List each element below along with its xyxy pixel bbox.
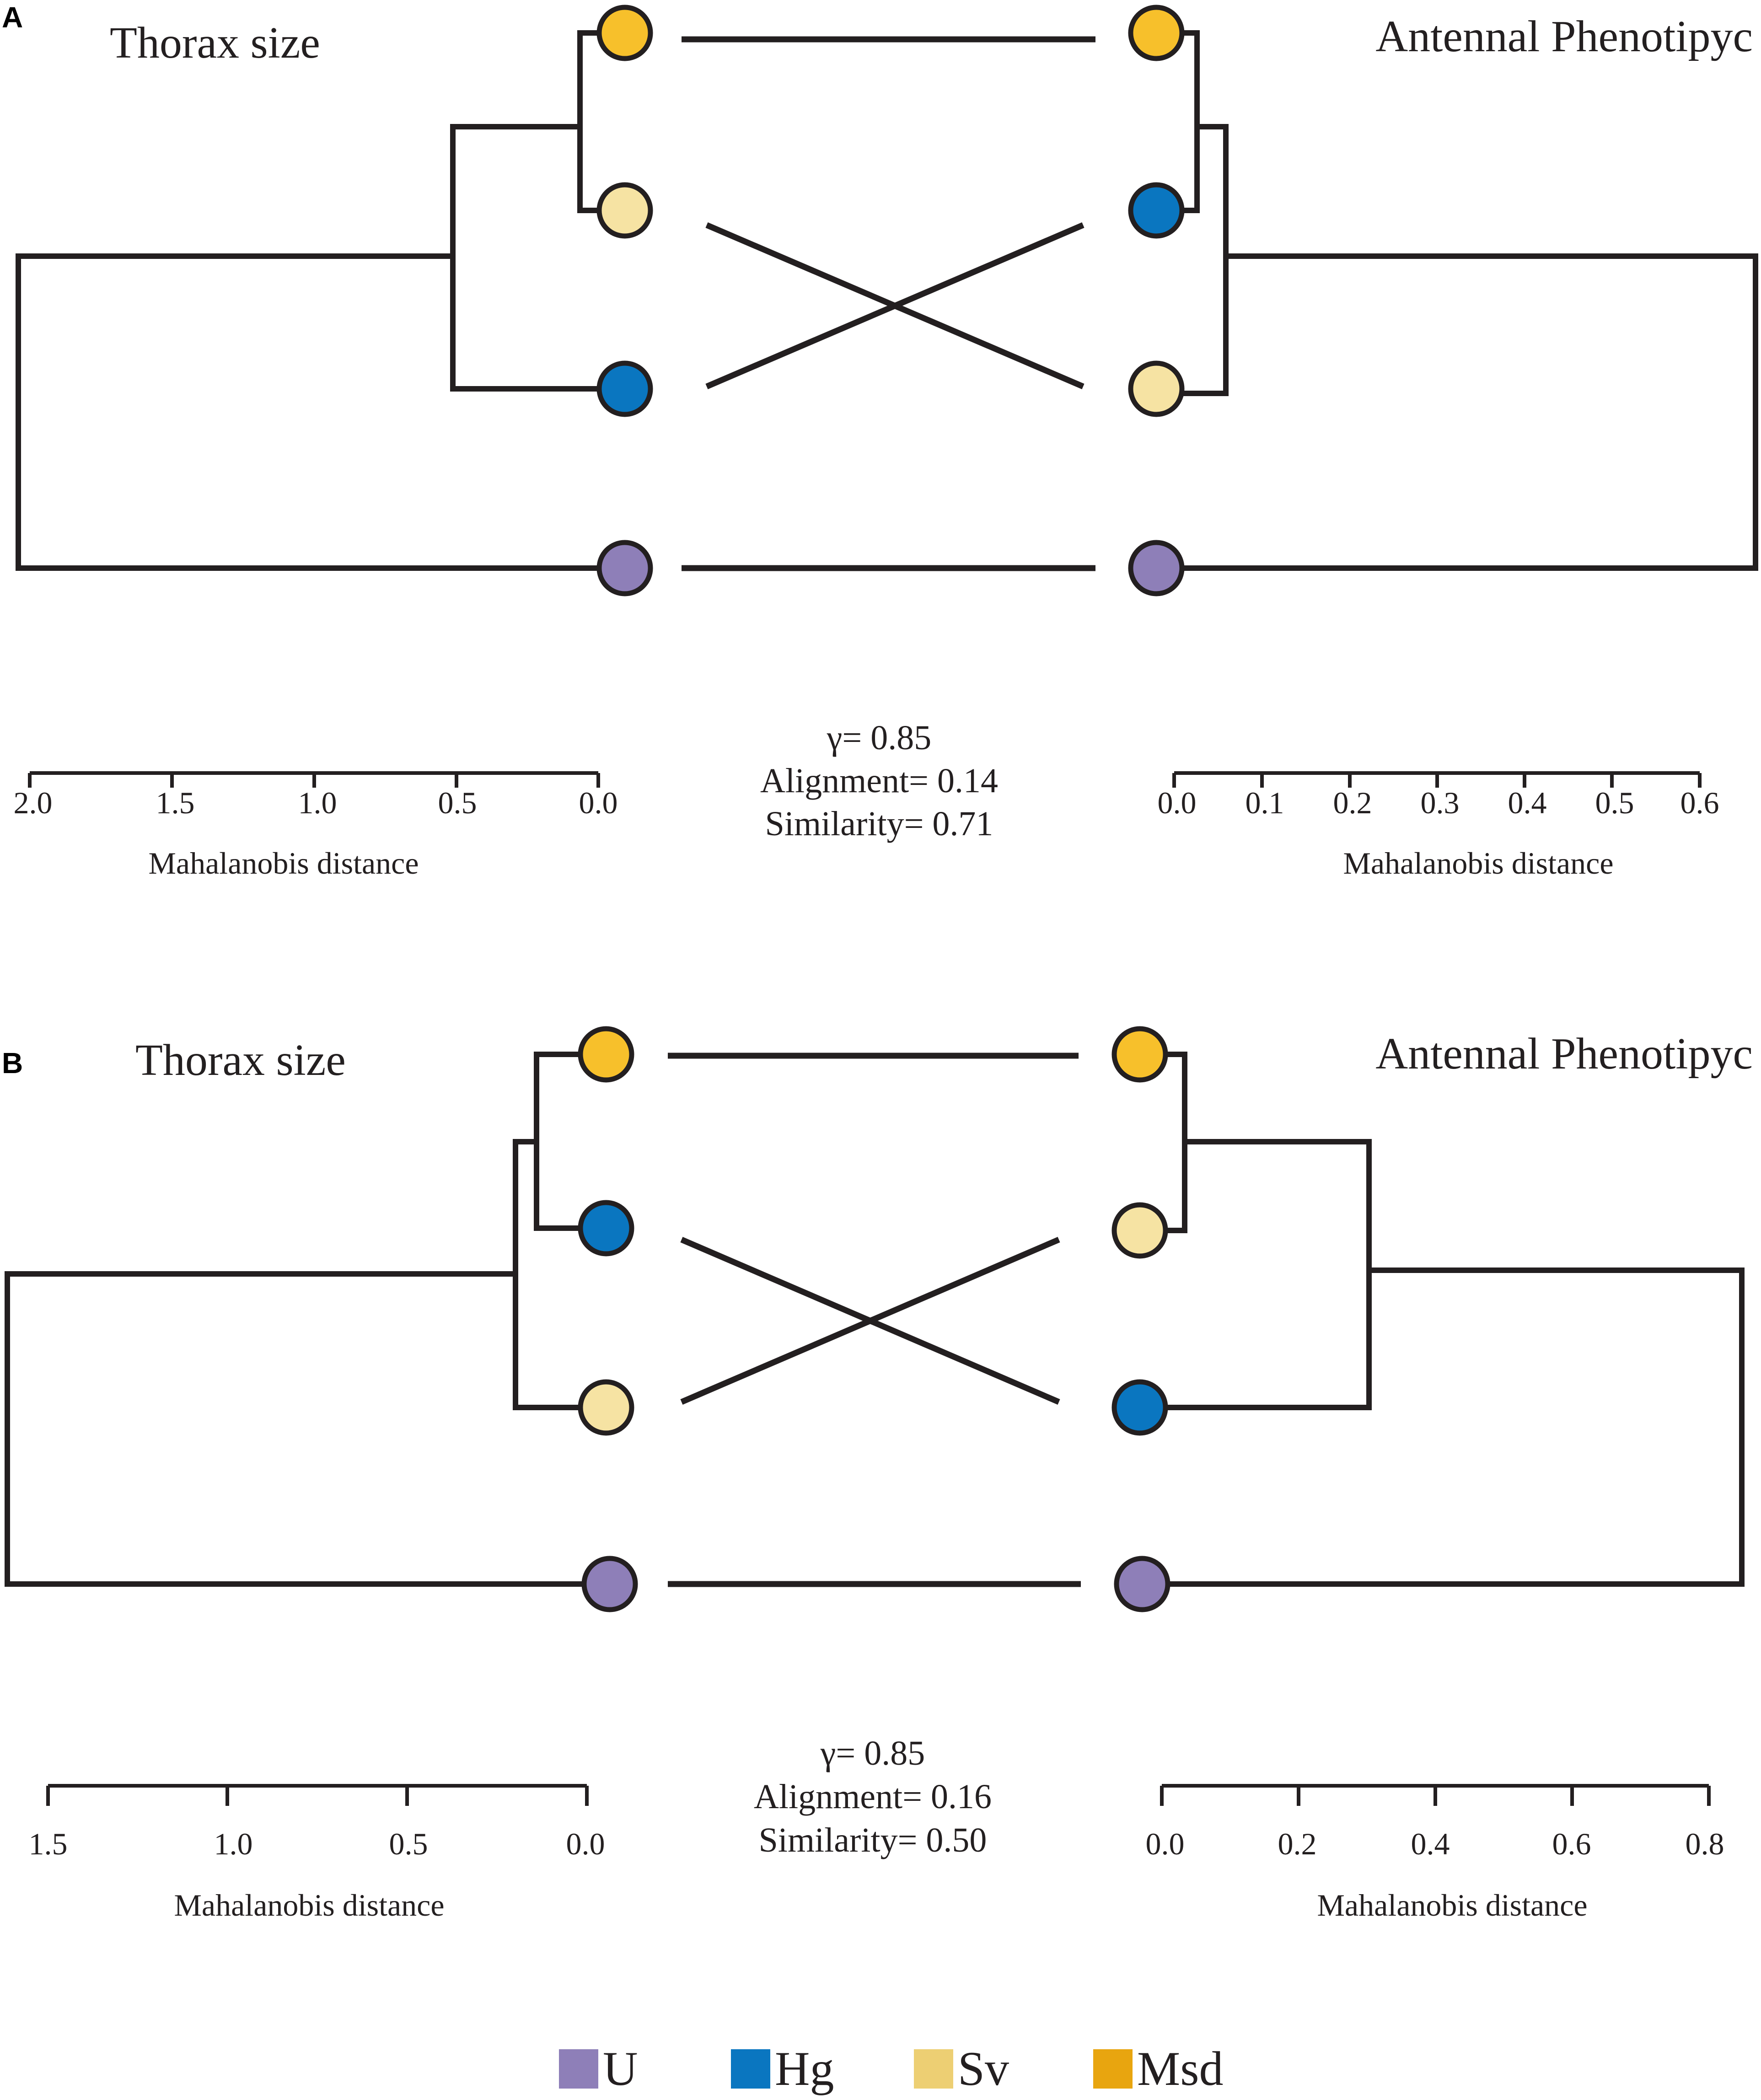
legend-label-msd: Msd — [1137, 2042, 1224, 2095]
legend: U Hg Sv Msd — [559, 2042, 1224, 2095]
panel-b-right-node-msd — [1111, 1026, 1168, 1083]
panel-b-gamma: γ= 0.85 — [820, 1734, 925, 1772]
panel-a-left-axis-label: Mahalanobis distance — [148, 846, 419, 881]
panel-a-left-node-msd — [596, 5, 653, 61]
panel-a-right-dendrogram — [1159, 30, 1758, 571]
panel-b-stats: γ= 0.85 Alignment= 0.16 Similarity= 0.50 — [754, 1734, 992, 1859]
panel-b-left-node-sv — [578, 1379, 634, 1436]
panel-b-right-node-sv — [1111, 1202, 1168, 1259]
panel-b-left-title: Thorax size — [135, 1036, 346, 1085]
panel-a-right-tick-2: 0.2 — [1333, 785, 1372, 820]
panel-a-right-axis-label: Mahalanobis distance — [1343, 846, 1613, 881]
panel-b-right-tick-2: 0.4 — [1411, 1826, 1450, 1861]
legend-swatch-hg — [731, 2049, 770, 2089]
panel-b-right-node-hg — [1111, 1379, 1168, 1436]
panel-b-right-node-u — [1114, 1556, 1170, 1612]
panel-a-left-tick-1: 1.5 — [156, 785, 195, 820]
panel-a-right-node-hg — [1128, 182, 1185, 239]
panel-b-right-tick-0: 0.0 — [1146, 1826, 1185, 1861]
panel-a-similarity: Similarity= 0.71 — [765, 805, 993, 843]
panel-a-right-node-msd — [1128, 5, 1185, 61]
panel-a: A Thorax size Antennal Phenotipyc γ= 0.8… — [2, 1, 1758, 881]
legend-item-msd: Msd — [1093, 2042, 1224, 2095]
panel-b-similarity: Similarity= 0.50 — [759, 1821, 987, 1859]
panel-b-right-axis: 0.0 0.2 0.4 0.6 0.8 Mahalanobis distance — [1146, 1784, 1724, 1923]
panel-a-stats: γ= 0.85 Alignment= 0.14 Similarity= 0.71 — [760, 719, 998, 843]
panel-b-left-node-hg — [578, 1200, 634, 1257]
panel-a-right-title: Antennal Phenotipyc — [1375, 12, 1753, 61]
panel-b: B Thorax size Antennal Phenotipyc γ= 0.8… — [2, 1026, 1753, 1923]
panel-a-right-node-u — [1128, 540, 1185, 596]
panel-a-left-title: Thorax size — [110, 18, 320, 68]
panel-a-left-tick-2: 1.0 — [298, 785, 337, 820]
panel-b-left-tick-3: 0.0 — [566, 1826, 605, 1861]
panel-b-right-tick-3: 0.6 — [1552, 1826, 1591, 1861]
panel-a-left-tick-4: 0.0 — [579, 785, 618, 820]
panel-a-left-tick-0: 2.0 — [14, 785, 53, 820]
legend-swatch-msd — [1093, 2049, 1133, 2089]
panel-a-left-dendrogram — [16, 30, 615, 571]
panel-b-left-tick-1: 1.0 — [214, 1826, 253, 1861]
legend-item-hg: Hg — [731, 2042, 834, 2095]
panel-b-right-title: Antennal Phenotipyc — [1375, 1029, 1753, 1079]
panel-a-right-tick-0: 0.0 — [1158, 785, 1197, 820]
panel-b-right-dendrogram — [1137, 1052, 1745, 1587]
panel-b-alignment: Alignment= 0.16 — [754, 1778, 992, 1816]
panel-b-right-tick-4: 0.8 — [1686, 1826, 1724, 1861]
panel-a-left-node-hg — [596, 360, 653, 417]
panel-a-right-tick-1: 0.1 — [1246, 785, 1284, 820]
legend-label-u: U — [603, 2042, 638, 2095]
panel-b-label: B — [2, 1047, 23, 1080]
panel-b-left-dendrogram — [5, 1052, 609, 1587]
panel-a-right-tick-3: 0.3 — [1421, 785, 1460, 820]
legend-swatch-u — [559, 2049, 598, 2089]
panel-b-left-axis-line — [46, 1784, 589, 1806]
panel-b-tangle-line-sv — [680, 1237, 1060, 1405]
panel-b-right-axis-line — [1160, 1784, 1711, 1806]
panel-b-left-axis: 1.5 1.0 0.5 0.0 Mahalanobis distance — [29, 1784, 605, 1923]
legend-label-sv: Sv — [958, 2042, 1009, 2095]
legend-item-sv: Sv — [914, 2042, 1009, 2095]
legend-item-u: U — [559, 2042, 638, 2095]
panel-b-right-axis-label: Mahalanobis distance — [1317, 1888, 1587, 1923]
panel-a-right-axis: 0.0 0.1 0.2 0.3 0.4 0.5 0.6 Mahalanobis … — [1158, 771, 1719, 881]
panel-a-right-node-sv — [1128, 360, 1185, 417]
panel-a-tangle-line-hg — [705, 222, 1085, 389]
panel-a-right-axis-line — [1172, 771, 1702, 788]
panel-b-left-tick-2: 0.5 — [389, 1826, 428, 1861]
panel-a-gamma: γ= 0.85 — [827, 719, 931, 757]
panel-a-left-axis-line — [28, 771, 600, 788]
panel-b-left-node-msd — [578, 1026, 634, 1083]
panel-a-left-node-u — [596, 540, 653, 596]
panel-a-left-tick-3: 0.5 — [438, 785, 477, 820]
panel-a-right-tick-5: 0.5 — [1595, 785, 1634, 820]
panel-a-right-tick-4: 0.4 — [1508, 785, 1547, 820]
panel-b-left-node-u — [581, 1556, 638, 1612]
panel-b-left-axis-label: Mahalanobis distance — [174, 1888, 444, 1923]
panel-a-left-node-sv — [596, 182, 653, 239]
panel-a-label: A — [2, 1, 23, 34]
panel-a-alignment: Alignment= 0.14 — [760, 762, 998, 800]
legend-label-hg: Hg — [775, 2042, 834, 2095]
panel-a-left-axis: 2.0 1.5 1.0 0.5 0.0 Mahalanobis distance — [14, 771, 618, 881]
panel-b-right-tick-1: 0.2 — [1278, 1826, 1317, 1861]
legend-swatch-sv — [914, 2049, 953, 2089]
panel-b-left-tick-0: 1.5 — [29, 1826, 68, 1861]
panel-a-right-tick-6: 0.6 — [1680, 785, 1719, 820]
